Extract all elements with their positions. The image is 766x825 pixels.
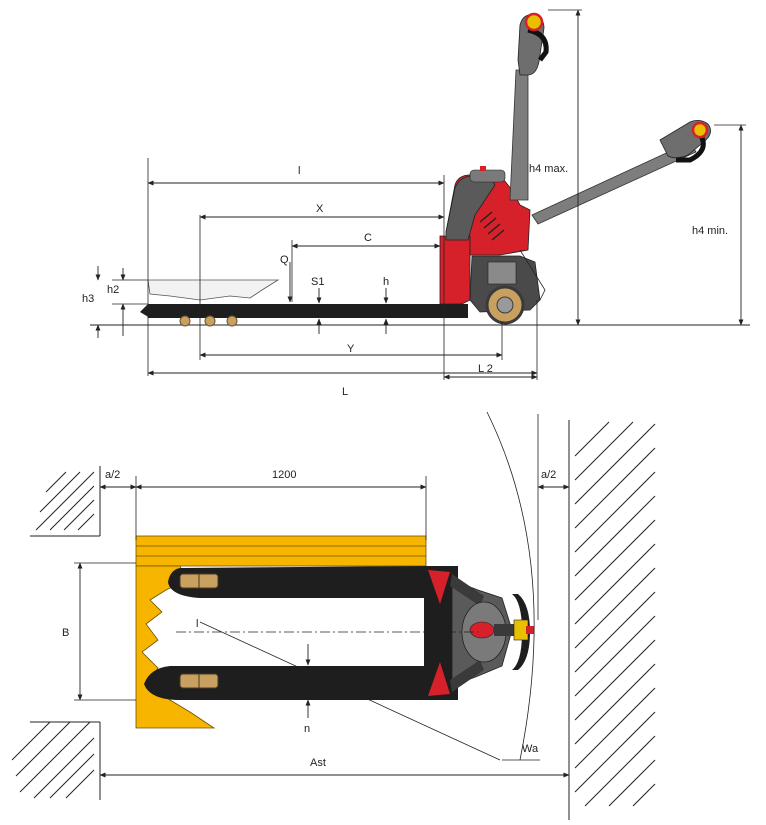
left-wall-top bbox=[30, 466, 101, 537]
truck-red-corner-top bbox=[428, 570, 450, 604]
truck-red-corner-bottom bbox=[428, 662, 450, 696]
label-x: X bbox=[316, 203, 324, 215]
side-view: l X C Q S1 h h2 h3 Y L 2 bbox=[82, 9, 750, 398]
fork-upper bbox=[168, 566, 430, 598]
tiller-grip-upright bbox=[527, 27, 549, 62]
label-h4min: h4 min. bbox=[692, 225, 728, 237]
label-big-l: L bbox=[342, 386, 348, 398]
label-q: Q bbox=[280, 254, 289, 266]
drive-plate bbox=[487, 261, 517, 285]
label-wa: Wa bbox=[522, 743, 539, 755]
turning-radius-arc bbox=[486, 411, 535, 761]
grip-button-icon bbox=[524, 12, 544, 32]
left-wall-bottom bbox=[11, 721, 101, 800]
tiller-lowered bbox=[531, 141, 697, 225]
label-a2-right: a/2 bbox=[541, 469, 556, 481]
label-l: l bbox=[298, 165, 300, 177]
right-wall bbox=[568, 420, 656, 820]
label-c: C bbox=[364, 232, 372, 244]
turning-radius-line bbox=[199, 621, 501, 761]
cover-outline bbox=[519, 249, 546, 301]
tiller-button-top bbox=[526, 626, 534, 634]
tiller-upright bbox=[509, 69, 529, 201]
label-a2-left: a/2 bbox=[105, 469, 120, 481]
label-y: Y bbox=[347, 343, 355, 355]
fork-side bbox=[148, 304, 468, 318]
tiller-grip-top bbox=[513, 619, 529, 641]
label-ast: Ast bbox=[310, 757, 326, 769]
label-s1: S1 bbox=[311, 276, 324, 288]
load-roller-icon bbox=[204, 315, 216, 327]
label-h3: h3 bbox=[82, 293, 94, 305]
label-h: h bbox=[383, 276, 389, 288]
label-1200: 1200 bbox=[272, 469, 296, 481]
top-view: a/2 1200 a/2 B l n Wa Ast bbox=[11, 411, 656, 820]
pallet-top-board bbox=[135, 535, 427, 567]
tiller-shaft-top bbox=[494, 624, 518, 636]
load-outline bbox=[147, 279, 280, 301]
label-b: B bbox=[62, 627, 69, 639]
truck-arm-top bbox=[450, 574, 484, 606]
fork-tip bbox=[140, 304, 150, 318]
tiller-handle-top bbox=[512, 594, 530, 670]
truck-chassis bbox=[439, 235, 471, 305]
tiller-red-cap bbox=[469, 621, 495, 639]
load-roller-icon bbox=[179, 315, 191, 327]
grip-button-icon bbox=[691, 121, 709, 139]
vent-slots bbox=[479, 211, 505, 241]
label-n: n bbox=[304, 723, 310, 735]
truck-arm-bottom bbox=[450, 660, 484, 692]
indicator-light bbox=[480, 166, 486, 171]
truck-grey-cover bbox=[445, 175, 496, 241]
load-roller-icon bbox=[226, 315, 238, 327]
label-h2: h2 bbox=[107, 284, 119, 296]
label-l-top: l bbox=[196, 618, 198, 630]
battery-lid bbox=[469, 169, 506, 183]
label-h4max: h4 max. bbox=[529, 163, 568, 175]
